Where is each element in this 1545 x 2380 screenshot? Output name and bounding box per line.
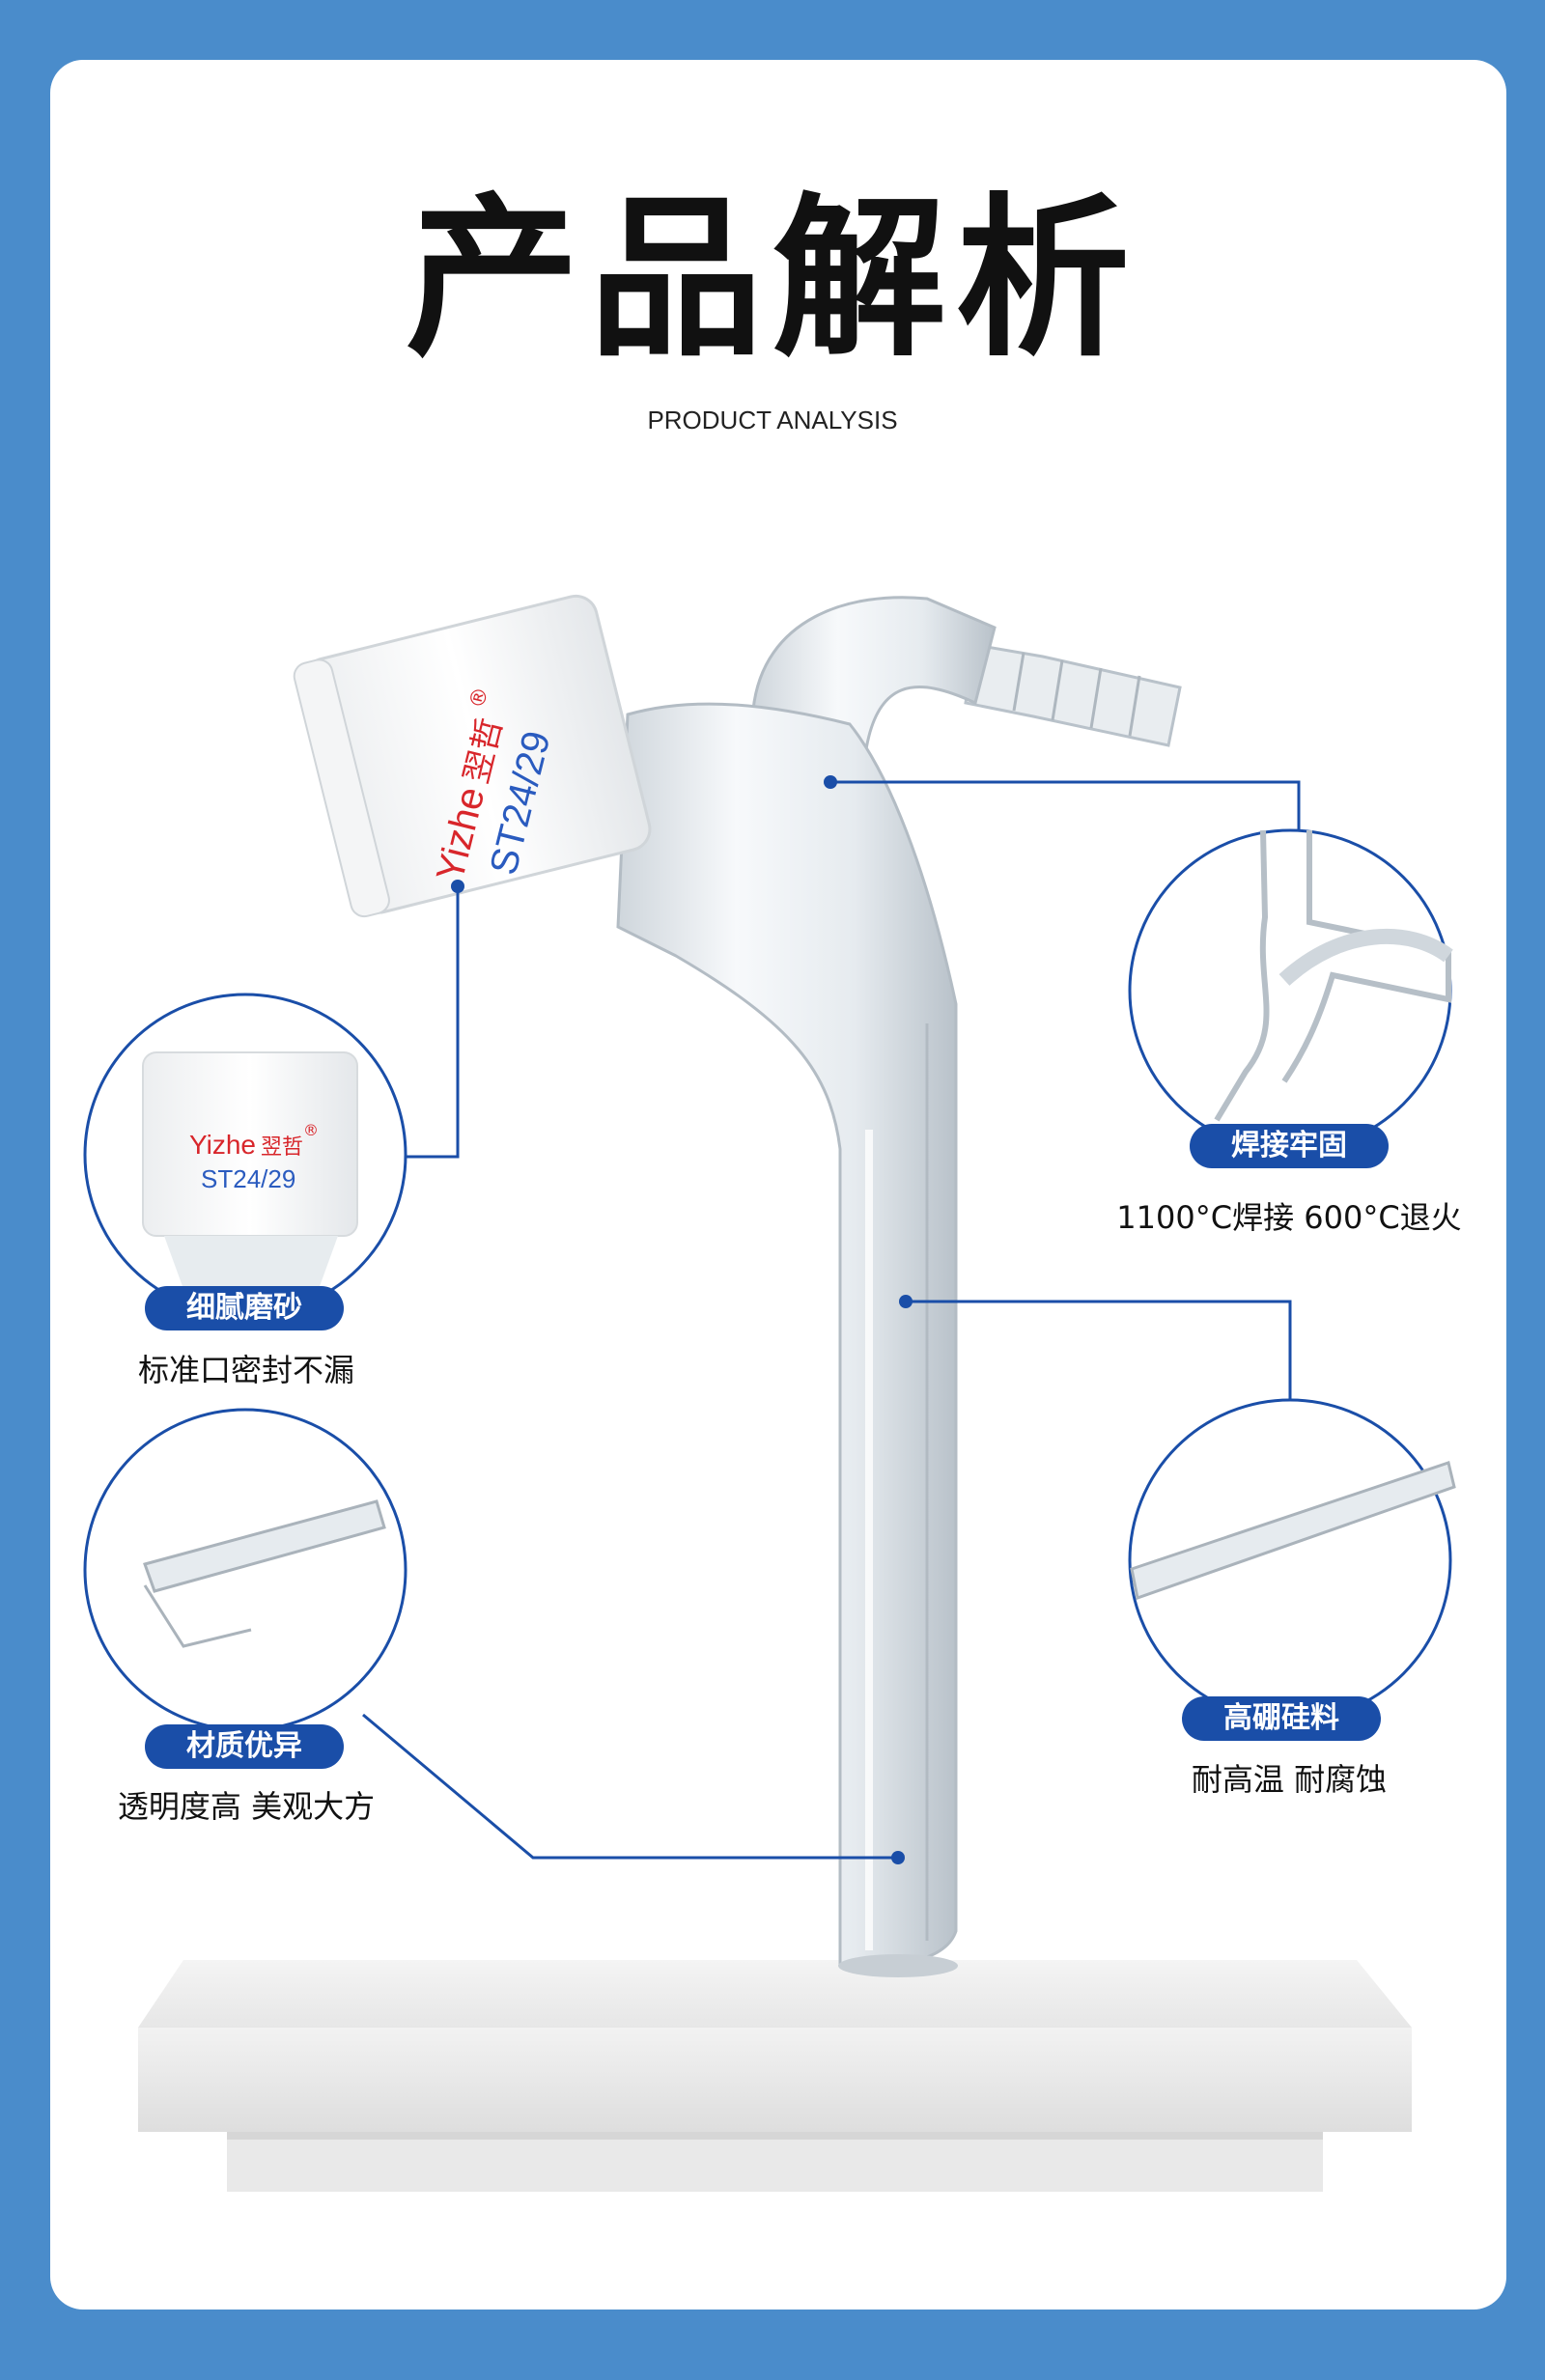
- feature-circle-frosted-joint: Yizhe 翌哲 ® ST24/29: [83, 993, 407, 1317]
- callout-lines: [362, 780, 1301, 1860]
- feature-label-welding: 焊接牢固: [1190, 1124, 1389, 1168]
- feature-caption-frosted-joint: 标准口密封不漏: [137, 1352, 354, 1388]
- page-title: 产品解析: [405, 179, 1139, 380]
- zoom-registered-mark: ®: [303, 1121, 319, 1139]
- feature-circle-borosilicate: [1128, 1398, 1456, 1722]
- glass-adapter: Yizhe 翌哲 ® ST24/29: [293, 594, 1182, 1977]
- feature-caption-borosilicate: 耐高温 耐腐蚀: [1191, 1761, 1388, 1798]
- display-shelf: [138, 1960, 1412, 2192]
- feature-label-material: 材质优异: [145, 1724, 344, 1769]
- feature-label-borosilicate: 高硼硅料: [1182, 1696, 1381, 1741]
- feature-label-frosted-joint: 细腻磨砂: [145, 1286, 344, 1330]
- feature-circle-material: [83, 1408, 407, 1732]
- page-subtitle: PRODUCT ANALYSIS: [647, 406, 898, 434]
- feature-caption-welding: 1100°C焊接 600°C退火: [1116, 1199, 1462, 1236]
- zoom-joint-size-label: ST24/29: [201, 1164, 295, 1193]
- callout-dots: [451, 775, 913, 1864]
- zoom-brand-label: Yizhe: [189, 1130, 256, 1160]
- feature-circle-welding: [1128, 828, 1453, 1153]
- feature-caption-material: 透明度高 美观大方: [117, 1788, 376, 1825]
- zoom-brand-cn-label: 翌哲: [261, 1135, 303, 1160]
